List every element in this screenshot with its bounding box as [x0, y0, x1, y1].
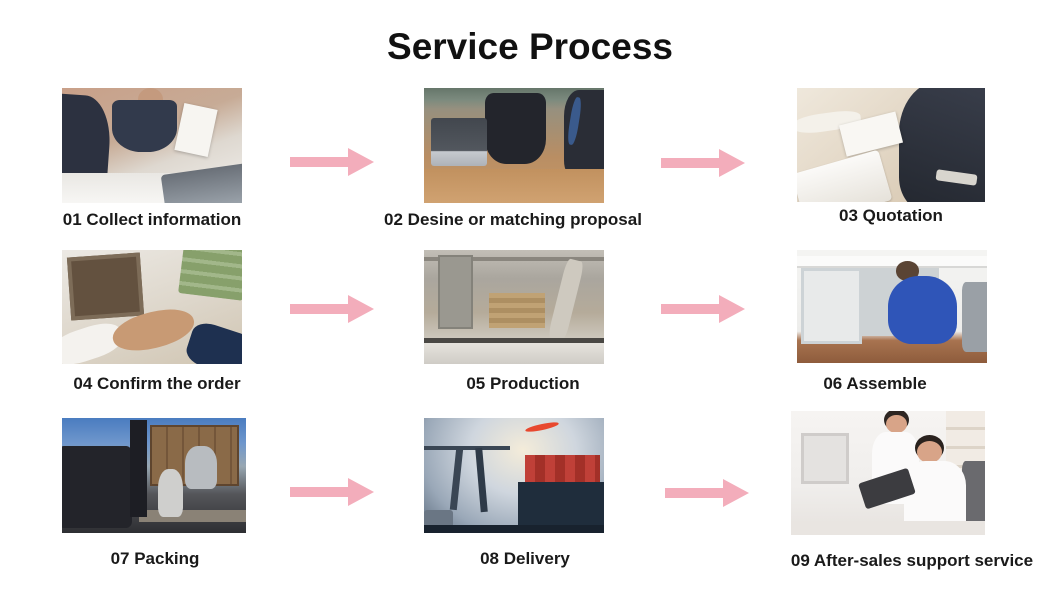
photo-shape — [475, 447, 488, 513]
photo-packing — [62, 418, 246, 533]
photo-shape — [547, 258, 585, 343]
photo-shape — [488, 293, 545, 328]
photo-shape — [157, 468, 184, 517]
photo-shape — [962, 281, 987, 352]
photo-collect-information — [62, 88, 242, 203]
step-caption: 09 After-sales support service — [790, 551, 1034, 570]
photo-shape — [424, 510, 453, 530]
photo-quotation — [797, 88, 985, 202]
photo-shape — [895, 261, 919, 281]
photo-shape — [174, 103, 218, 158]
step-caption: 08 Delivery — [480, 549, 570, 568]
photo-shape — [961, 460, 985, 533]
photo-shape — [62, 445, 132, 529]
photo-shape — [424, 337, 604, 344]
photo-after-sales-support — [791, 411, 985, 535]
step-caption: 02 Desine or matching proposal — [384, 210, 642, 229]
photo-shape — [438, 254, 473, 330]
photo-shape — [112, 99, 178, 153]
photo-shape — [524, 454, 601, 487]
step-caption: 05 Production — [466, 374, 580, 393]
photo-shape — [524, 420, 560, 433]
photo-shape — [185, 445, 217, 490]
photo-shape — [424, 256, 604, 262]
photo-shape — [791, 521, 985, 535]
photo-shape — [517, 482, 604, 531]
photo-shape — [886, 414, 908, 434]
photo-shape — [797, 149, 893, 202]
photo-shape — [177, 250, 242, 302]
step-caption: 06 Assemble — [823, 374, 927, 393]
flow-arrow-icon — [290, 477, 374, 507]
photo-shape — [160, 162, 242, 203]
photo-design-proposal — [424, 88, 604, 203]
photo-shape — [485, 92, 547, 164]
photo-assemble — [797, 250, 987, 363]
photo-shape — [424, 524, 604, 533]
step-caption: 04 Confirm the order — [73, 374, 241, 393]
photo-shape — [67, 252, 145, 320]
photo-shape — [800, 433, 850, 484]
flow-arrow-icon — [661, 294, 745, 324]
flow-arrow-icon — [661, 148, 745, 178]
photo-shape — [903, 460, 966, 531]
photo-shape — [431, 117, 487, 167]
photo-shape — [424, 343, 604, 364]
flow-arrow-icon — [290, 294, 374, 324]
flow-arrow-icon — [290, 147, 374, 177]
photo-production — [424, 250, 604, 364]
photo-shape — [424, 445, 511, 451]
photo-shape — [130, 420, 147, 517]
photo-shape — [800, 268, 862, 345]
photo-shape — [797, 255, 987, 268]
step-caption: 03 Quotation — [839, 206, 943, 225]
photo-shape — [424, 168, 604, 203]
photo-shape — [917, 440, 943, 464]
page-title: Service Process — [387, 26, 673, 67]
photo-shape — [888, 275, 957, 344]
photo-confirm-order — [62, 250, 242, 364]
photo-shape — [449, 447, 464, 511]
step-caption: 07 Packing — [110, 549, 200, 568]
step-caption: 01 Collect information — [62, 210, 242, 229]
photo-shape — [139, 510, 246, 522]
photo-delivery — [424, 418, 604, 533]
flow-arrow-icon — [665, 478, 749, 508]
